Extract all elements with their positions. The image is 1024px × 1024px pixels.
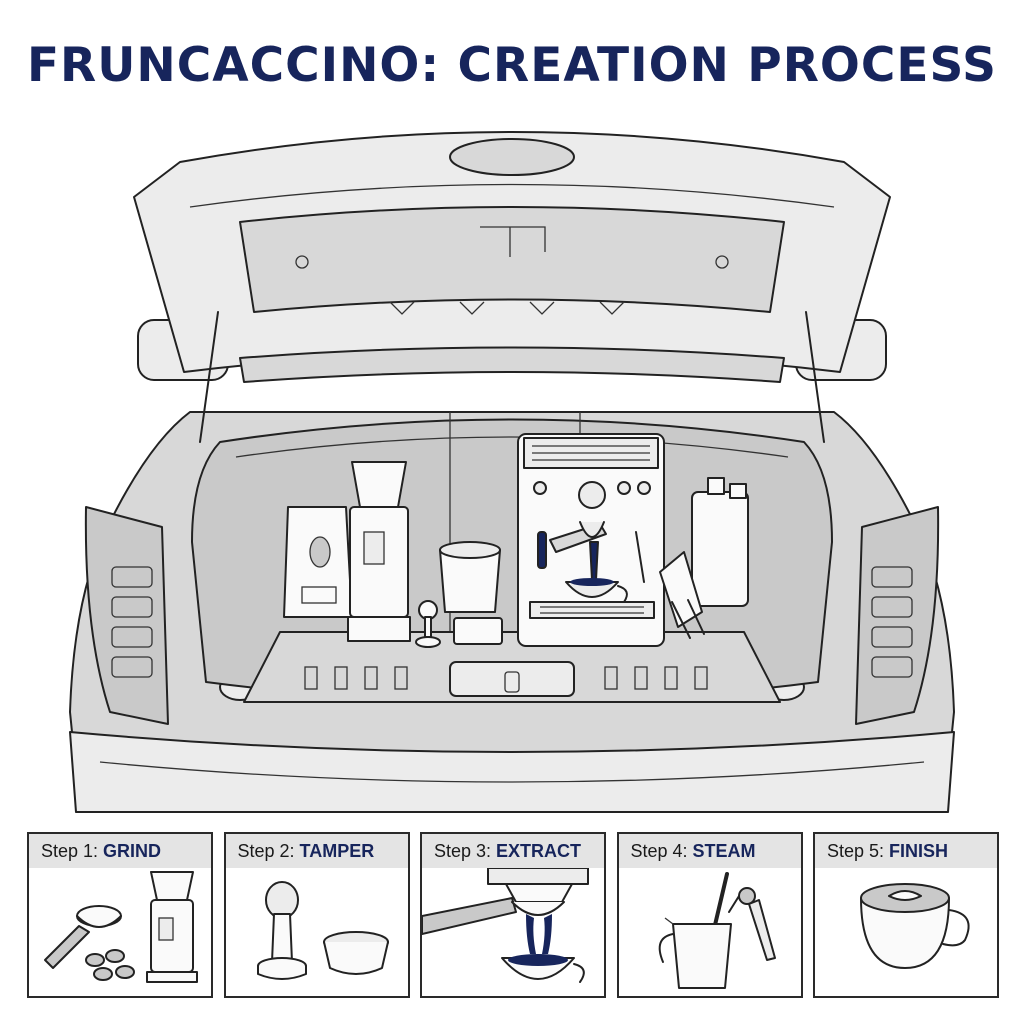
step-grind-label: Step 1: GRIND — [29, 834, 211, 868]
group-head-icon — [487, 868, 589, 903]
espresso-cup-icon — [501, 954, 585, 983]
hood-emblem — [449, 138, 575, 176]
espresso-machine — [517, 433, 665, 647]
steam-wand-icon — [708, 872, 776, 961]
step-tamper-label: Step 2: TAMPER — [225, 834, 408, 868]
step-tamper: Step 2: TAMPER — [223, 832, 410, 998]
grind-illustration — [44, 871, 198, 983]
frunk-illustration — [40, 112, 984, 820]
extract-illustration — [422, 868, 589, 983]
step-finish: Step 5: FINISH — [813, 832, 999, 998]
coffee-bag — [283, 506, 353, 618]
espresso-stream — [526, 914, 552, 954]
step-steam-label: Step 4: STEAM — [618, 834, 801, 868]
knock-box — [439, 541, 501, 613]
grinder-icon — [146, 871, 198, 983]
coffee-grinder — [347, 461, 411, 642]
page-title: FRUNCACCINO: CREATION PROCESS — [26, 38, 998, 93]
frunk-latch — [449, 661, 575, 697]
step-extract: Step 3: EXTRACT — [420, 832, 606, 998]
portafilter-handle-icon — [422, 897, 517, 935]
tamper — [415, 600, 441, 648]
step-grind: Step 1: GRIND — [27, 832, 213, 998]
filter-basket-icon — [322, 931, 389, 975]
tamper-illustration — [256, 881, 389, 980]
step-extract-label: Step 3: EXTRACT — [422, 834, 604, 868]
steam-illustration — [658, 872, 776, 989]
frunk-scene — [69, 131, 955, 813]
front-bumper — [69, 731, 955, 813]
water-jug — [691, 477, 749, 607]
step-finish-label: Step 5: FINISH — [815, 834, 997, 868]
latte-art-icon — [888, 890, 922, 901]
left-headlight — [84, 506, 169, 725]
finish-illustration — [860, 883, 970, 969]
milk-pitcher-icon — [658, 917, 732, 989]
spoons — [671, 599, 705, 639]
step-steam: Step 4: STEAM — [616, 832, 803, 998]
right-headlight — [855, 506, 940, 725]
process-steps: Step 1: GRIND Step 2: TAMPER — [27, 832, 999, 1000]
portafilter-icon — [44, 905, 122, 969]
coffee-beans-icon — [85, 949, 135, 981]
tamper-icon — [256, 881, 307, 980]
tamping-mat — [453, 617, 503, 645]
